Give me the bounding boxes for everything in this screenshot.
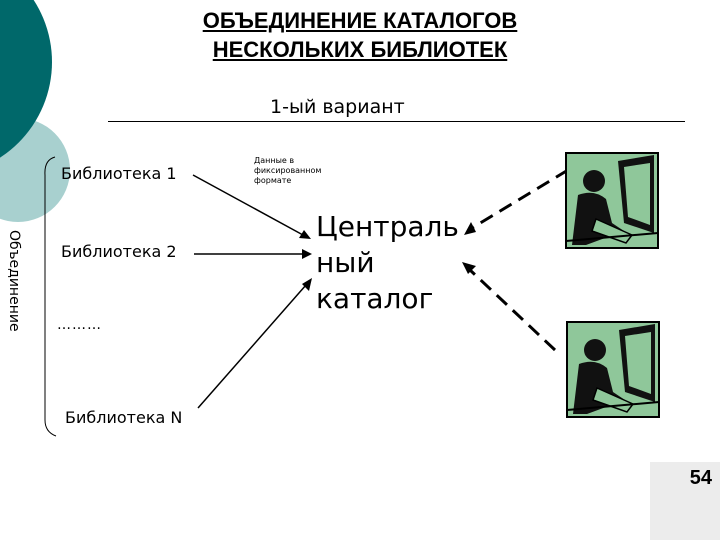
arrow-libN [197,284,307,409]
dashed-arrow-user2 [468,268,557,352]
page-number: 54 [689,467,712,489]
user-at-computer-icon [566,321,660,418]
subtitle-rule [108,121,685,122]
side-label: Объединение [6,230,22,332]
slide-title: ОБЪЕДИНЕНИЕ КАТАЛОГОВ НЕСКОЛЬКИХ БИБЛИОТ… [110,6,610,64]
central-catalog-line-1: Централь [316,210,459,243]
central-catalog-line-3: каталог [316,282,434,315]
group-bracket [44,156,57,437]
user-at-computer-icon [565,152,659,249]
subtitle: 1-ый вариант [270,96,405,118]
circle-overlay [0,118,70,222]
arrowhead-lib1 [299,230,311,239]
title-line-2: НЕСКОЛЬКИХ БИБЛИОТЕК [212,37,508,62]
arrowhead-lib2 [302,249,312,259]
dashed-arrowhead-user1 [464,222,476,235]
page-number-box [650,462,720,540]
arrow-lib1 [192,174,304,236]
dark-teal-circle [0,0,52,158]
arrowhead-libN [302,278,312,291]
dashed-arrow-user1 [471,168,569,230]
format-note: Данные в фиксированном формате [254,156,322,185]
library-n-label: Библиотека N [65,408,183,427]
dashed-arrowhead-user2 [462,262,476,274]
light-teal-circle [0,118,70,222]
central-catalog-line-2: ный [316,246,375,279]
title-line-1: ОБЪЕДИНЕНИЕ КАТАЛОГОВ [202,8,518,33]
library-ellipsis: ……… [57,317,102,333]
library-2-label: Библиотека 2 [61,242,177,261]
library-1-label: Библиотека 1 [61,164,177,183]
central-catalog-label: Централь ный каталог [316,209,459,317]
